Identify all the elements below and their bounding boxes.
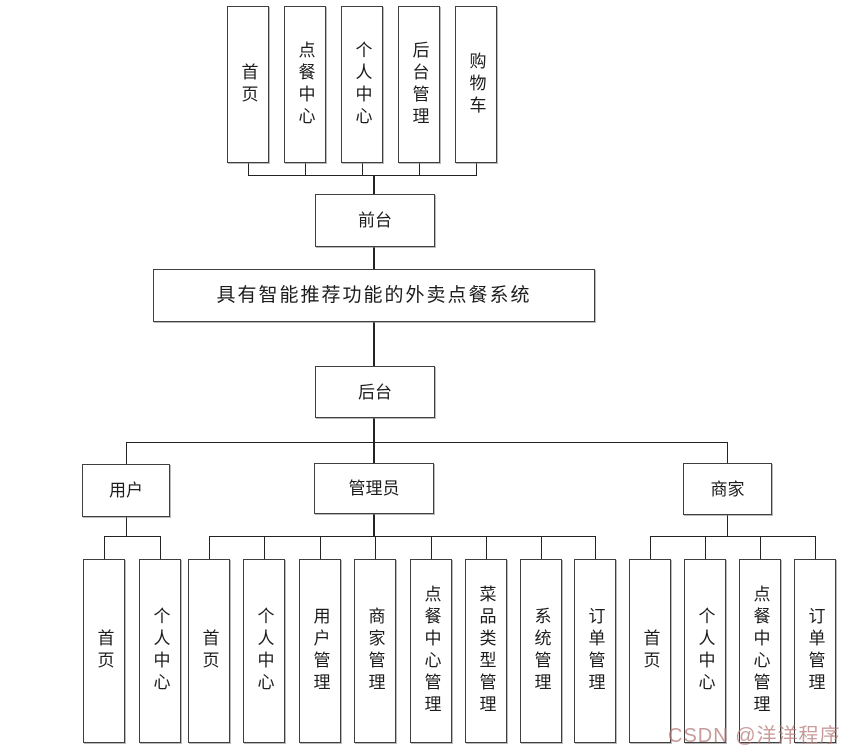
node-label: 商家管理 — [365, 607, 385, 695]
connector-back-down — [373, 417, 375, 443]
node-top-home: 首页 — [227, 6, 269, 163]
node-merchant-ordering-center-mgmt: 点餐中心管理 — [739, 559, 781, 743]
connector-admin-drop — [373, 442, 375, 464]
node-admin-home: 首页 — [188, 559, 230, 743]
connector-front-system — [373, 246, 375, 270]
connector-admin-stub-1 — [209, 536, 210, 559]
connector-top-stub-2 — [305, 163, 306, 175]
connector-user-hline — [104, 536, 161, 537]
node-user-personal-center: 个人中心 — [139, 559, 181, 743]
connector-user-stub-1 — [104, 536, 105, 559]
node-merchant-home: 首页 — [629, 559, 671, 743]
connector-top-stub-1 — [248, 163, 249, 175]
node-top-ordering-center: 点餐中心 — [284, 6, 326, 163]
connector-admin-stub-7 — [541, 536, 542, 559]
node-label: 购物车 — [466, 51, 486, 118]
connector-top-stub-5 — [476, 163, 477, 175]
node-top-personal-center: 个人中心 — [341, 6, 383, 163]
node-label: 首页 — [640, 629, 660, 673]
node-label: 首页 — [94, 629, 114, 673]
node-label: 具有智能推荐功能的外卖点餐系统 — [216, 285, 532, 306]
connector-merchant-stub-3 — [760, 536, 761, 559]
connector-roles-hline — [126, 442, 728, 443]
node-label: 个人中心 — [150, 607, 170, 695]
connector-admin-down — [373, 513, 375, 536]
node-label: 首页 — [199, 629, 219, 673]
node-label: 商家 — [710, 479, 745, 499]
node-top-backend-mgmt: 后台管理 — [398, 6, 440, 163]
connector-admin-stub-5 — [431, 536, 432, 559]
csdn-watermark: CSDN @洋洋程序 — [668, 725, 841, 747]
node-label: 用户管理 — [310, 607, 330, 695]
node-user: 用户 — [82, 464, 170, 517]
node-admin-user-mgmt: 用户管理 — [299, 559, 341, 743]
node-label: 个人中心 — [352, 40, 372, 129]
node-label: 前台 — [358, 211, 392, 230]
connector-user-down — [126, 516, 127, 536]
node-label: 系统管理 — [531, 607, 551, 695]
node-merchant-order-mgmt: 订单管理 — [794, 559, 836, 743]
node-label: 点餐中心 — [295, 40, 315, 129]
connector-merchant-drop — [727, 442, 728, 464]
node-back: 后台 — [315, 366, 435, 418]
connector-merchant-stub-2 — [705, 536, 706, 559]
node-label: 管理员 — [348, 479, 400, 498]
node-system-title: 具有智能推荐功能的外卖点餐系统 — [153, 269, 595, 322]
connector-admin-hline — [209, 536, 596, 537]
node-user-home: 首页 — [83, 559, 125, 743]
node-merchant: 商家 — [683, 463, 772, 515]
node-label: 后台 — [358, 382, 392, 402]
node-admin-dish-type-mgmt: 菜品类型管理 — [465, 559, 507, 743]
connector-admin-stub-8 — [595, 536, 596, 559]
node-label: 个人中心 — [254, 607, 274, 695]
node-label: 后台管理 — [409, 40, 429, 129]
connector-top-hline — [248, 175, 477, 176]
connector-admin-stub-6 — [486, 536, 487, 559]
node-label: 订单管理 — [805, 607, 825, 695]
connector-user-drop — [126, 442, 127, 465]
node-label: 订单管理 — [585, 607, 605, 695]
connector-merchant-stub-4 — [815, 536, 816, 559]
node-top-cart: 购物车 — [455, 6, 497, 163]
connector-merchant-down — [727, 514, 728, 536]
node-merchant-personal-center: 个人中心 — [684, 559, 726, 743]
node-admin-ordering-center-mgmt: 点餐中心管理 — [410, 559, 452, 743]
connector-merchant-stub-1 — [650, 536, 651, 559]
node-admin-merchant-mgmt: 商家管理 — [354, 559, 396, 743]
connector-admin-stub-4 — [375, 536, 376, 559]
node-admin-personal-center: 个人中心 — [243, 559, 285, 743]
connector-merchant-hline — [650, 536, 816, 537]
node-label: 菜品类型管理 — [476, 585, 496, 717]
node-label: 用户 — [109, 481, 143, 500]
connector-top-stub-4 — [419, 163, 420, 175]
node-label: 点餐中心管理 — [750, 585, 770, 717]
connector-trunk-front — [373, 175, 375, 195]
node-admin-system-mgmt: 系统管理 — [520, 559, 562, 743]
connector-user-stub-2 — [160, 536, 161, 559]
node-front: 前台 — [315, 194, 435, 247]
connector-admin-stub-2 — [264, 536, 265, 559]
node-label: 点餐中心管理 — [421, 585, 441, 717]
node-label: 首页 — [238, 62, 258, 107]
node-admin: 管理员 — [314, 463, 434, 514]
node-label: 个人中心 — [695, 607, 715, 695]
connector-top-stub-3 — [362, 163, 363, 175]
connector-admin-stub-3 — [320, 536, 321, 559]
node-admin-order-mgmt: 订单管理 — [574, 559, 616, 743]
connector-system-back — [373, 321, 375, 367]
